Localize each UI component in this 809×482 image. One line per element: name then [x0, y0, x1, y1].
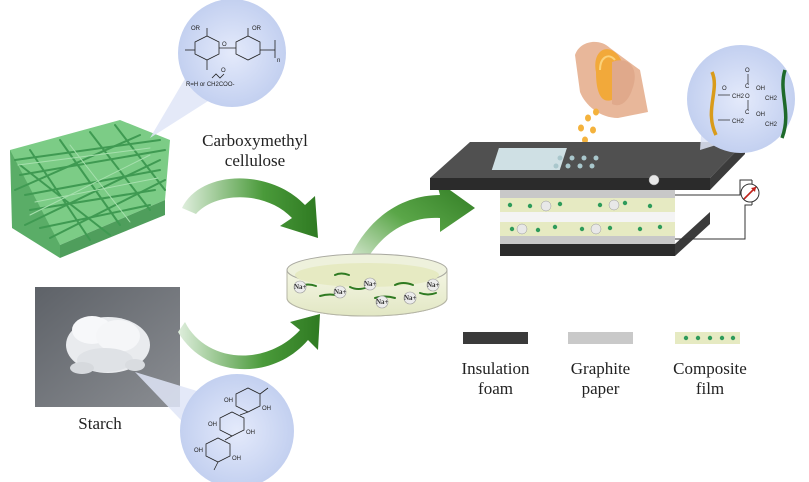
sodium-ions-dish: Na+ Na+ Na+ Na+ Na+ Na+ — [293, 277, 440, 309]
arrow-cmc-to-dish — [182, 178, 318, 238]
svg-text:Na+: Na+ — [404, 294, 417, 302]
legend-graphite-line2: paper — [581, 379, 620, 398]
svg-text:O: O — [745, 94, 750, 100]
interface-structure-bubble: CH2 CH2 O O C C OH OH CH2 CH2 O — [687, 45, 795, 153]
svg-text:Na+: Na+ — [294, 283, 307, 291]
legend-label-graphite: Graphite paper — [553, 359, 648, 399]
legend-label-film: Composite film — [660, 359, 760, 399]
svg-text:OH: OH — [262, 406, 271, 412]
svg-text:O: O — [221, 68, 226, 74]
legend-foam-line1: Insulation — [461, 359, 530, 378]
svg-text:OH: OH — [232, 456, 241, 462]
starch-structure-bubble: OH OH OH OH OH OH — [180, 374, 294, 482]
svg-text:C: C — [745, 110, 750, 116]
legend-swatch-graphite — [568, 332, 633, 344]
legend-swatch-film — [675, 332, 740, 344]
device-sandwich — [430, 142, 760, 256]
svg-text:Na+: Na+ — [376, 298, 389, 306]
svg-text:OH: OH — [208, 422, 217, 428]
legend-swatches — [463, 332, 740, 344]
svg-text:OH: OH — [224, 398, 233, 404]
svg-text:CH2: CH2 — [765, 96, 778, 102]
svg-text:OR: OR — [191, 26, 201, 32]
cmc-label-line1: Carboxymethyl — [202, 131, 308, 150]
arrow-dish-to-device — [348, 180, 475, 268]
arrow-starch-to-dish — [178, 314, 320, 370]
legend-graphite-line1: Graphite — [570, 359, 631, 378]
svg-text:CH2: CH2 — [732, 119, 745, 125]
svg-text:Na+: Na+ — [334, 288, 347, 296]
svg-text:Na+: Na+ — [427, 281, 440, 289]
legend-film-line1: Composite — [673, 359, 747, 378]
legend-film-line2: film — [695, 379, 725, 398]
svg-text:n: n — [277, 58, 280, 64]
starch-photo — [35, 287, 180, 407]
svg-text:OH: OH — [194, 448, 203, 454]
cmc-structure-bubble: OR OR O n R=H or CH2COO- O — [178, 0, 286, 107]
cmc-label-line2: cellulose — [224, 151, 286, 170]
svg-text:CH2: CH2 — [765, 122, 778, 128]
svg-text:R=H or CH2COO-: R=H or CH2COO- — [186, 82, 235, 88]
svg-text:O: O — [222, 42, 227, 48]
petri-dish: Na+ Na+ Na+ Na+ Na+ Na+ — [286, 253, 448, 317]
cmc-label: Carboxymethyl cellulose — [180, 131, 330, 171]
svg-text:OH: OH — [246, 430, 255, 436]
svg-text:O: O — [722, 86, 727, 92]
starch-label: Starch — [78, 414, 122, 433]
svg-text:CH2: CH2 — [732, 94, 745, 100]
svg-text:C: C — [745, 84, 750, 90]
svg-text:OR: OR — [252, 26, 262, 32]
legend-label-foam: Insulation foam — [448, 359, 543, 399]
hand-pressing — [575, 41, 648, 144]
svg-text:Na+: Na+ — [364, 280, 377, 288]
legend-foam-line2: foam — [478, 379, 513, 398]
cellulose-fiber-mat — [10, 120, 170, 258]
legend-swatch-foam — [463, 332, 528, 344]
svg-text:O: O — [745, 68, 750, 74]
svg-text:OH: OH — [756, 112, 765, 118]
svg-text:OH: OH — [756, 86, 765, 92]
